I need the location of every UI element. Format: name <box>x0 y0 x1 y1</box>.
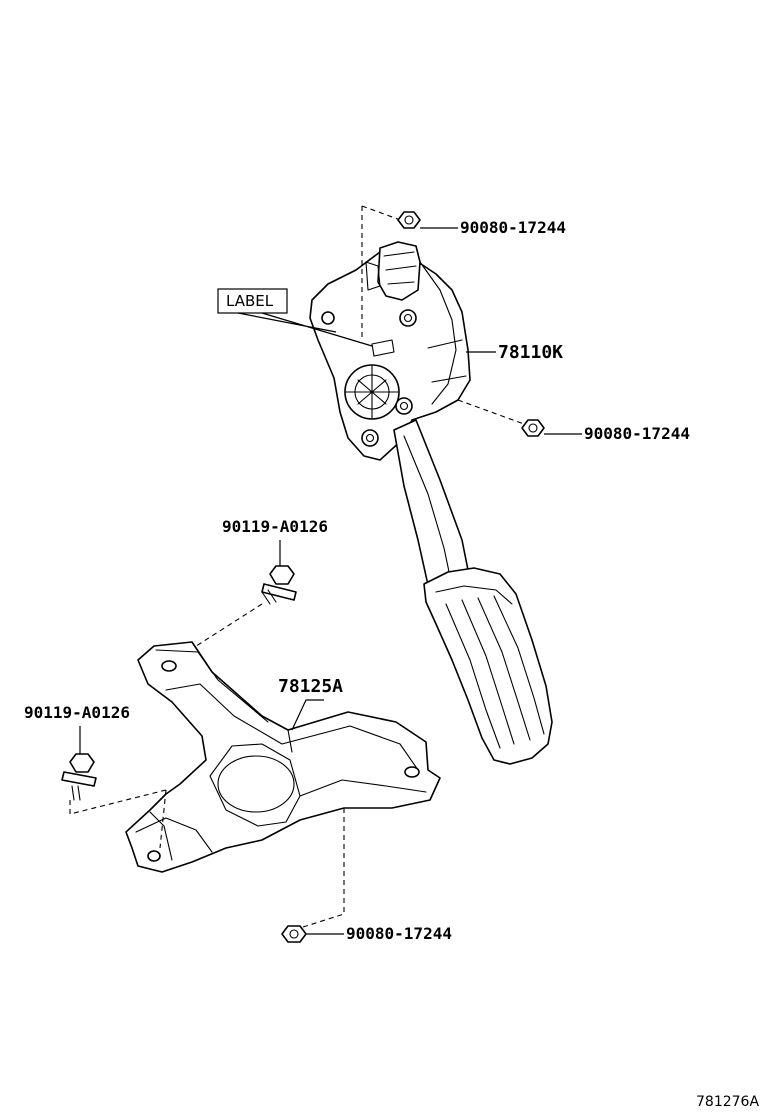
callout-bolt-left: 90119-A0126 <box>24 703 130 722</box>
callout-bracket: 78125A <box>278 676 343 697</box>
callout-bolt-upper: 90119-A0126 <box>222 517 328 536</box>
label-box-text: LABEL <box>226 292 274 310</box>
accelerator-pedal-assembly <box>309 241 553 765</box>
nut-right <box>457 399 582 437</box>
callout-nut-bottom: 90080-17244 <box>346 924 452 943</box>
bolt-left <box>61 726 167 849</box>
callout-nut-right: 90080-17244 <box>584 424 690 443</box>
figure-reference: 781276A <box>696 1094 759 1110</box>
pedal-bracket <box>125 641 441 873</box>
callout-pedal: 78110K <box>498 342 563 363</box>
label-callout: LABEL <box>217 288 373 347</box>
nut-top <box>361 205 458 340</box>
callout-nut-top: 90080-17244 <box>460 218 566 237</box>
nut-bottom <box>281 808 345 943</box>
